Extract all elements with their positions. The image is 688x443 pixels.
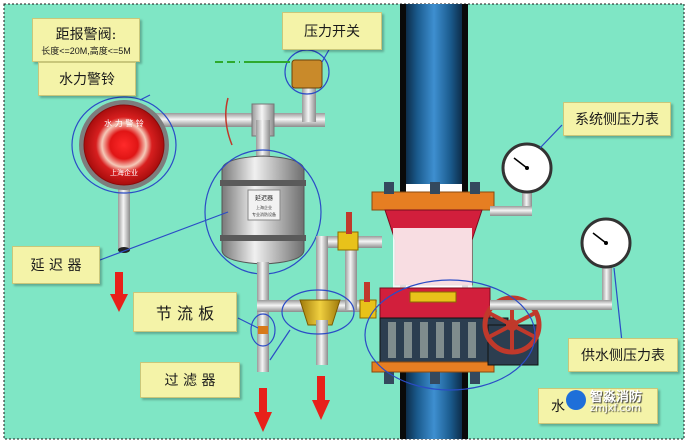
tank-plate-line1: 上海企业 xyxy=(256,204,272,210)
delay-device-label: 延 迟 器 xyxy=(12,246,100,284)
pressure-switch-icon xyxy=(291,59,323,89)
system-gauge-pipe xyxy=(490,206,532,216)
tank-band-top xyxy=(220,180,306,186)
riser-pipe-upper xyxy=(406,4,462,184)
supply-pressure-gauge-label: 供水侧压力表 xyxy=(568,338,678,372)
system-gauge-hub xyxy=(525,166,529,170)
supply-gauge-stem xyxy=(602,265,612,310)
tee-drop xyxy=(256,120,270,152)
tank-nameplate xyxy=(247,189,281,221)
ball-valve-lower xyxy=(359,299,377,319)
throttle-plate-icon xyxy=(258,326,268,334)
partial-label: 水 xyxy=(538,388,658,424)
ball-valve-lower-handle xyxy=(364,282,370,302)
watermark-brand: 智淼消防 xyxy=(590,390,643,405)
handwheel xyxy=(482,295,542,366)
partial-label-text: 水 xyxy=(551,399,565,415)
watermark-logo: 智淼消防 zmjxf.com xyxy=(566,384,662,418)
filter-ring xyxy=(281,289,355,335)
valve-chamber xyxy=(393,228,472,290)
ball-valve-upper-handle xyxy=(346,212,352,234)
tank-drain-pipe xyxy=(257,262,269,372)
lower-flange xyxy=(371,361,495,373)
upper-flange xyxy=(371,191,495,211)
supply-gauge-needle xyxy=(592,232,607,244)
water-alarm-bell-icon xyxy=(83,104,165,186)
system-pressure-gauge-label: 系统侧压力表 xyxy=(563,102,671,136)
throttle-plate-label: 节 流 板 xyxy=(133,292,237,332)
upper-bypass-riser xyxy=(345,235,357,310)
pressure-switch-ring xyxy=(284,49,330,95)
system-gauge-needle xyxy=(513,157,528,169)
flange-bolts-bottom xyxy=(384,372,480,384)
tank-band-bottom xyxy=(220,235,306,241)
distance-title: 距报警阀: xyxy=(55,26,117,43)
valve-trim-ring xyxy=(364,279,536,391)
tank-plate-title: 延迟器 xyxy=(255,194,273,202)
tank-plate-line2: 专业消防设备 xyxy=(252,211,276,217)
bell-highlight-ring xyxy=(71,96,177,194)
upper-bypass-drop xyxy=(316,236,328,316)
distance-label: 距报警阀: 长度<=20M,高度<=5M xyxy=(32,18,140,62)
leader-lines xyxy=(99,47,623,361)
bell-text-bottom: 上海企业 xyxy=(110,168,138,177)
ball-valve-upper xyxy=(337,231,359,251)
filter-icon xyxy=(299,299,341,326)
throttle-ring xyxy=(250,313,276,347)
trim-ribs xyxy=(388,322,476,358)
watermark-emblem-icon xyxy=(566,390,586,410)
distance-detail: 长度<=20M,高度<=5M xyxy=(41,45,131,56)
flange-bolts-top xyxy=(384,182,480,194)
filter-drain-pipe xyxy=(316,320,328,365)
watermark-url: zmjxf.com xyxy=(590,403,642,414)
pressure-switch-label: 压力开关 xyxy=(282,12,382,50)
system-gauge-stem xyxy=(522,190,532,214)
supply-gauge-pipe xyxy=(490,300,612,310)
break-mark xyxy=(225,97,233,146)
flow-arrows xyxy=(110,272,330,432)
alarm-line-horizontal xyxy=(155,113,325,127)
supply-gauge-hub xyxy=(604,241,608,245)
bell-text-top: 水 力 警 铃 xyxy=(104,118,144,128)
valve-clapper xyxy=(409,291,457,303)
filter-label: 过 滤 器 xyxy=(140,362,240,398)
water-alarm-bell-label: 水力警铃 xyxy=(38,62,136,96)
